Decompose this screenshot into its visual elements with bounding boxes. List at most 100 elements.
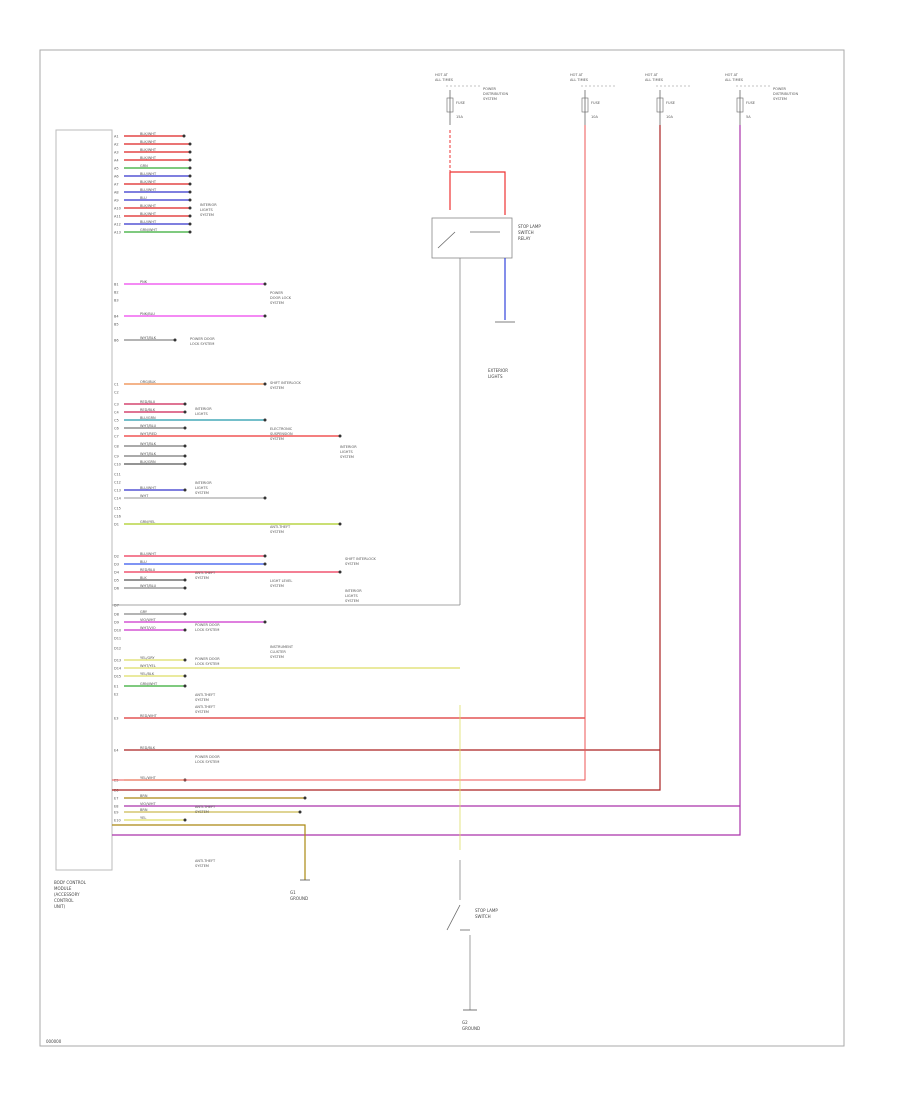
svg-text:STOP LAMP SWITCH: STOP LAMP SWITCH	[475, 908, 499, 919]
pin-id: E9	[114, 811, 118, 815]
wire-color-label: BLU	[140, 560, 147, 564]
fuse-name: FUSE	[591, 101, 600, 105]
pin-id: D6	[114, 587, 119, 591]
pin-id: B4	[114, 315, 119, 319]
pin-id: A3	[114, 151, 119, 155]
wire-color-label: RED/BLK	[140, 408, 156, 412]
pin-id: D4	[114, 571, 120, 575]
wire-color-label: PNK	[140, 280, 148, 284]
wire-color-label: BLU	[140, 196, 147, 200]
fuse-element	[581, 97, 589, 113]
connector-terminal	[188, 166, 192, 170]
connector-terminal	[263, 554, 267, 558]
wire-color-label: WHT/BLU	[140, 584, 157, 588]
pin-id: D15	[114, 675, 121, 679]
fuse-name: FUSE	[746, 101, 755, 105]
pin-id: A12	[114, 223, 121, 227]
connector-terminal	[338, 434, 342, 438]
pin-id: E3	[114, 717, 118, 721]
pin-id: D8	[114, 613, 119, 617]
pin-id: D1	[114, 523, 119, 527]
wire-color-label: RED/BLK	[140, 746, 156, 750]
pin-row: C12	[114, 481, 121, 485]
pin-id: D11	[114, 637, 121, 641]
connector-terminal	[183, 410, 187, 414]
pin-id: C13	[114, 489, 121, 493]
wire-color-label: PNK/BLU	[140, 312, 155, 316]
fuse-element	[656, 97, 664, 113]
wire-color-label: WHT/BLK	[140, 336, 157, 340]
pin-row: D6 WHT/BLU	[114, 584, 187, 591]
footer-code: 000000	[46, 1039, 62, 1044]
pin-id: D14	[114, 667, 122, 671]
pin-id: D3	[114, 563, 119, 567]
wire-color-label: WHT	[140, 494, 149, 498]
pin-row: C7 WHT/RED	[114, 432, 342, 439]
pin-id: C7	[114, 435, 119, 439]
pin-id: C3	[114, 403, 119, 407]
module-label: BODY CONTROL MODULE (ACCESSORY CONTROL U…	[54, 880, 87, 909]
fuse-amps: 10A	[666, 115, 673, 119]
module-box	[55, 129, 113, 871]
connector-terminal	[188, 150, 192, 154]
connector-terminal	[188, 158, 192, 162]
connector-terminal	[188, 174, 192, 178]
pin-row: D12	[114, 647, 121, 651]
pin-id: A10	[114, 207, 121, 211]
pin-id: A1	[114, 135, 119, 139]
pin-id: C10	[114, 463, 121, 467]
pin-id: C6	[114, 427, 119, 431]
connector-terminal	[263, 418, 267, 422]
wire-color-label: RED/WHT	[140, 714, 158, 718]
pin-id: C4	[114, 411, 119, 415]
fuse-name: FUSE	[666, 101, 675, 105]
pin-id: A11	[114, 215, 121, 219]
pin-id: D13	[114, 659, 121, 663]
connector-terminal	[183, 658, 187, 662]
wire-color-label: BLU/WHT	[140, 220, 157, 224]
pin-id: E2	[114, 693, 118, 697]
wire-color-label: BLK/WHT	[140, 132, 157, 136]
pin-row: C4 RED/BLK	[114, 408, 187, 415]
svg-text:STOP LAMP SWITCH R: STOP LAMP SWITCH RELAY	[518, 224, 542, 241]
connector-terminal	[182, 134, 186, 138]
wire-color-label: GRN/WHT	[140, 228, 158, 232]
svg-text:G2 GROUND: G2 GROUND	[462, 1020, 480, 1031]
connector-terminal	[183, 454, 187, 458]
fuse-amps: 10A	[591, 115, 598, 119]
pin-id: D10	[114, 629, 121, 633]
pin-row: B5	[114, 323, 119, 327]
wire-color-label: WHT/VIO	[140, 626, 156, 630]
wire-color-label: BLK/WHT	[140, 140, 157, 144]
connector-terminal	[183, 444, 187, 448]
wire-color-label: WHT/RED	[140, 432, 157, 436]
wire-color-label: RED/BLU	[140, 400, 156, 404]
connector-terminal	[183, 586, 187, 590]
